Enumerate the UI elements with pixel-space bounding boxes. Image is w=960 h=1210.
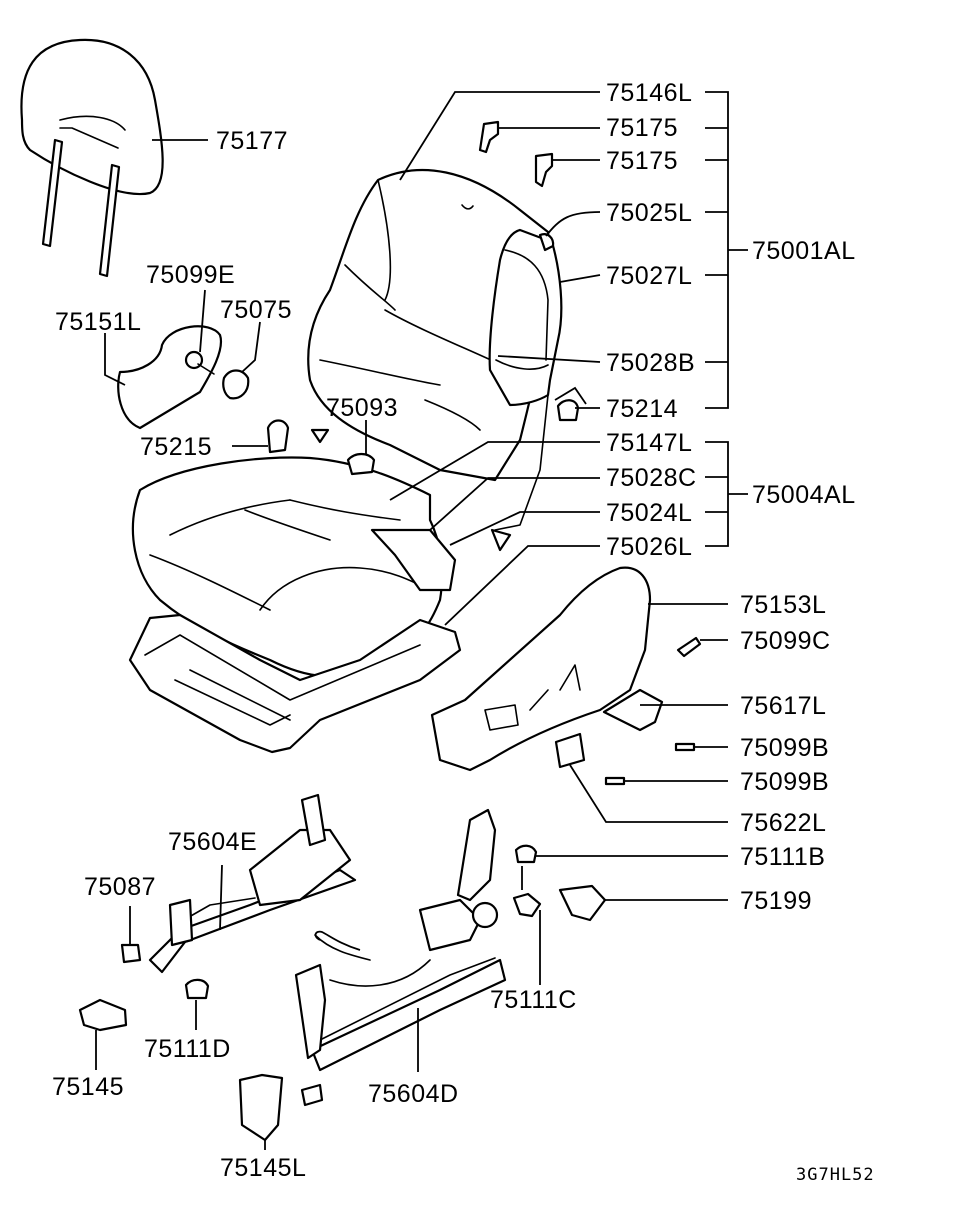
label-75145: 75145: [52, 1073, 124, 1101]
label-75028C: 75028C: [606, 464, 697, 492]
label-75175-a: 75175: [606, 114, 678, 142]
label-75145L: 75145L: [220, 1154, 306, 1182]
label-75026L: 75026L: [606, 533, 692, 561]
label-75111C: 75111C: [490, 986, 577, 1014]
seat-back-frame: [488, 228, 563, 531]
label-75111B: 75111B: [740, 843, 825, 871]
label-75075: 75075: [220, 296, 292, 324]
seat-rail-left: [148, 793, 357, 974]
side-shield: [430, 566, 652, 772]
label-75025L: 75025L: [606, 199, 692, 227]
label-75024L: 75024L: [606, 499, 692, 527]
label-75111D: 75111D: [144, 1035, 231, 1063]
diagram-code: 3G7HL52: [796, 1165, 875, 1185]
label-75604D: 75604D: [368, 1080, 459, 1108]
label-75028B: 75028B: [606, 349, 695, 377]
label-75153L: 75153L: [740, 591, 826, 619]
cover-75622L: [554, 732, 586, 769]
small-hardware: [78, 120, 702, 1142]
label-75151L: 75151L: [55, 308, 141, 336]
label-75215: 75215: [140, 433, 212, 461]
part-labels: 75177 75146L 75175 75175 75025L 75027L 7…: [52, 79, 875, 1185]
seat-pan-frame: [128, 613, 462, 754]
label-75093: 75093: [326, 394, 398, 422]
label-75604E: 75604E: [168, 828, 257, 856]
label-75004AL: 75004AL: [752, 481, 856, 509]
label-75622L: 75622L: [740, 809, 826, 837]
label-75177: 75177: [216, 127, 288, 155]
label-75199: 75199: [740, 887, 812, 915]
label-75214: 75214: [606, 395, 678, 423]
label-75099B-a: 75099B: [740, 734, 829, 762]
label-75027L: 75027L: [606, 262, 692, 290]
label-75099E: 75099E: [146, 261, 235, 289]
label-75147L: 75147L: [606, 429, 692, 457]
label-75001AL: 75001AL: [752, 237, 856, 265]
headrest: [20, 38, 164, 278]
label-75099C: 75099C: [740, 627, 831, 655]
label-75146L: 75146L: [606, 79, 692, 107]
label-75175-b: 75175: [606, 147, 678, 175]
seat-back: [307, 168, 551, 552]
label-75099B-b: 75099B: [740, 768, 829, 796]
seat-rail-right: [294, 808, 507, 1107]
recliner-lever-cover: [602, 688, 664, 732]
label-75617L: 75617L: [740, 692, 826, 720]
label-75087: 75087: [84, 873, 156, 901]
leader-lines: [95, 91, 748, 1150]
